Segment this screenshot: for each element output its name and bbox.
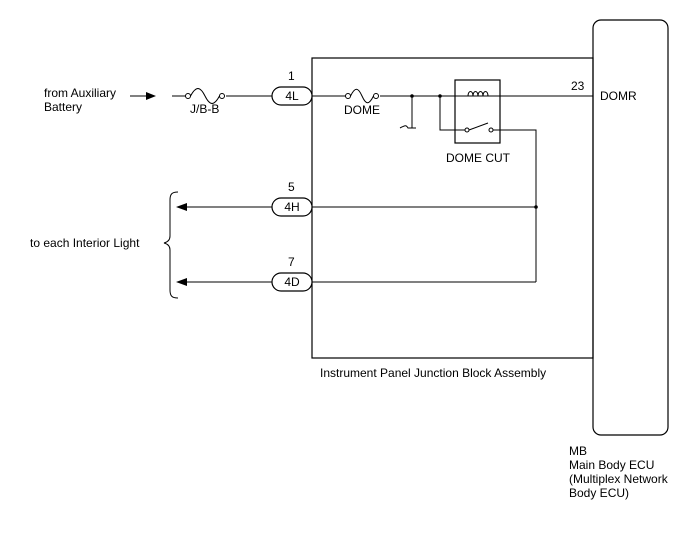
source-label-line1: from Auxiliary xyxy=(44,86,116,100)
fuse-dome xyxy=(345,88,380,104)
connector-4h-id: 4H xyxy=(284,200,299,214)
branch-terminal xyxy=(399,96,416,129)
connector-4d-id: 4D xyxy=(284,275,300,289)
ecu-code: MB xyxy=(569,444,587,458)
ecu-pin: 23 xyxy=(571,79,585,93)
connector-4d: 4D xyxy=(271,272,313,292)
ecu-detail-line2: Body ECU) xyxy=(569,486,629,500)
relay-dome-cut-box xyxy=(454,79,501,144)
relay-coil xyxy=(467,91,489,97)
arrow-4h xyxy=(176,203,187,211)
ecu-terminal: DOMR xyxy=(600,89,637,103)
connector-4d-pin: 7 xyxy=(288,255,295,269)
wire-to-switch-in xyxy=(439,96,465,131)
ecu-box xyxy=(592,19,669,436)
connector-4l-id: 4L xyxy=(285,89,299,103)
source-arrow xyxy=(130,92,156,100)
fuse-jbb-label: J/B-B xyxy=(190,102,219,116)
ecu-detail-line1: (Multiplex Network xyxy=(569,472,669,486)
wire-switch-out xyxy=(493,129,537,282)
connector-4l: 4L xyxy=(271,86,313,106)
fuse-dome-label: DOME xyxy=(344,103,380,117)
ecu-name: Main Body ECU xyxy=(569,458,654,472)
connector-4h: 4H xyxy=(271,197,313,217)
destination-label: to each Interior Light xyxy=(30,236,140,250)
connector-4l-pin: 1 xyxy=(288,69,295,83)
fuse-jbb xyxy=(185,88,226,104)
destination-brace xyxy=(163,191,179,299)
relay-switch xyxy=(464,122,494,133)
relay-label: DOME CUT xyxy=(446,151,511,165)
connector-4h-pin: 5 xyxy=(288,180,295,194)
source-label-line2: Battery xyxy=(44,100,82,114)
arrow-4d xyxy=(176,278,187,286)
junction-block-label: Instrument Panel Junction Block Assembly xyxy=(320,366,546,380)
